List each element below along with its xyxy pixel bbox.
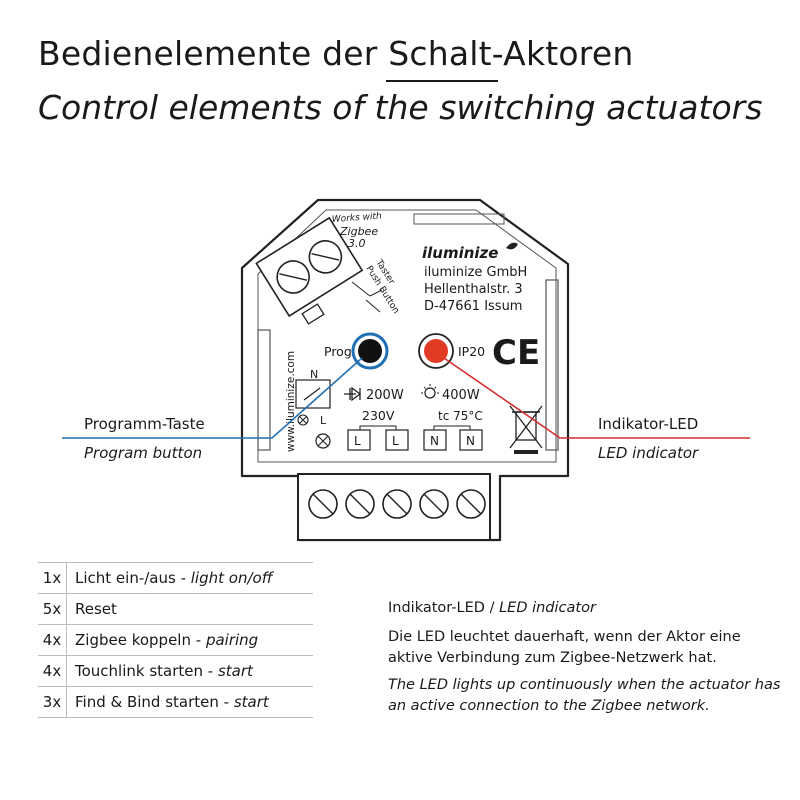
brand-logo: iluminize xyxy=(422,244,498,262)
taster-switch-symbol xyxy=(351,281,383,313)
press-action: Reset xyxy=(66,593,313,625)
actuator-diagram: Works with Zigbee 3.0 Taster Push Button… xyxy=(62,198,750,542)
mounting-tab-left xyxy=(257,329,271,451)
terminal-l-label: L xyxy=(320,414,327,427)
led-info-panel: Indikator-LED / LED indicator Die LED le… xyxy=(388,598,788,717)
terminal-label-n1: N xyxy=(430,434,439,448)
program-callout-label: Programm-Taste xyxy=(84,415,205,433)
relay-symbol xyxy=(295,379,331,409)
indicator-callout-line xyxy=(443,357,750,439)
program-button[interactable] xyxy=(358,339,382,363)
led-info-text-de: Die LED leuchtet dauerhaft, wenn der Akt… xyxy=(388,629,741,666)
push-button-connector xyxy=(301,303,325,325)
press-action: Licht ein-/aus - light on/off xyxy=(66,562,313,594)
terminal-box-l2 xyxy=(385,429,409,451)
voltage-label: 230V xyxy=(362,408,395,423)
brand-leaf-icon xyxy=(506,242,518,250)
relay-contact xyxy=(303,387,321,401)
website-label: www.iluminize.com xyxy=(285,351,297,452)
incandescent-load-value: 400W xyxy=(442,388,480,403)
table-row: 3x Find & Bind starten - start xyxy=(38,686,313,718)
press-count: 4x xyxy=(38,624,67,656)
terminal-box-l1 xyxy=(347,429,371,451)
zigbee-badge-line3: 3.0 xyxy=(348,237,366,250)
press-count: 3x xyxy=(38,686,67,718)
page-title-de: Bedienelemente der Schalt-Aktoren xyxy=(38,34,634,73)
table-row: 5x Reset xyxy=(38,593,313,625)
table-row: 1x Licht ein-/aus - light on/off xyxy=(38,562,313,594)
address-city: D-47661 Issum xyxy=(424,299,522,314)
press-count-table: 1x Licht ein-/aus - light on/off 5x Rese… xyxy=(38,562,313,718)
title-underline xyxy=(386,80,498,82)
mains-terminal-screws xyxy=(308,489,486,519)
terminal-bracket-l xyxy=(359,425,397,430)
led-info-text-en: The LED lights up continuously when the … xyxy=(388,677,781,714)
zigbee-badge-line1: Works with xyxy=(332,212,383,225)
push-button-terminal xyxy=(255,216,364,318)
ip-rating: IP20 xyxy=(458,344,485,359)
terminal-label-l2: L xyxy=(392,434,399,448)
table-row: 4x Touchlink starten - start xyxy=(38,655,313,687)
led-info-heading: Indikator-LED / LED indicator xyxy=(388,600,596,616)
address-company: iluminize GmbH xyxy=(424,265,527,280)
page-title-en: Control elements of the switching actuat… xyxy=(38,88,763,127)
indicator-callout-label: Indikator-LED xyxy=(598,415,698,433)
device-inner-outline xyxy=(257,209,557,463)
ce-mark: CE xyxy=(492,333,540,373)
mounting-tab-right xyxy=(545,279,559,451)
address-street: Hellenthalstr. 3 xyxy=(424,282,523,297)
terminal-label-l1: L xyxy=(354,434,361,448)
indicator-led xyxy=(424,339,448,363)
press-action: Find & Bind starten - start xyxy=(66,686,313,718)
press-action: Touchlink starten - start xyxy=(66,655,313,687)
lamp-symbol-cross xyxy=(317,435,329,447)
program-callout-sub: Program button xyxy=(84,444,202,462)
terminal-bracket-n xyxy=(433,425,471,430)
weee-bin-icon xyxy=(509,405,543,454)
lamp-symbol-small-cross xyxy=(299,416,307,424)
incandescent-icon-rays xyxy=(421,384,439,394)
led-load-value: 200W xyxy=(366,388,404,403)
indicator-callout-sub: LED indicator xyxy=(598,444,699,462)
press-count: 4x xyxy=(38,655,67,687)
table-row: 4x Zigbee koppeln - pairing xyxy=(38,624,313,656)
terminal-label-n2: N xyxy=(466,434,475,448)
press-count: 1x xyxy=(38,562,67,594)
zigbee-badge-line2: Zigbee xyxy=(339,225,378,238)
lamp-symbol-small xyxy=(297,414,309,426)
lamp-symbol xyxy=(315,433,331,449)
incandescent-icon xyxy=(424,387,436,399)
press-action: Zigbee koppeln - pairing xyxy=(66,624,313,656)
top-slot xyxy=(413,213,505,225)
led-load-icon xyxy=(344,386,362,402)
terminal-box-n1 xyxy=(423,429,447,451)
prog-label: Prog xyxy=(324,344,352,359)
terminal-box-n2 xyxy=(459,429,483,451)
tc-label: tc 75°C xyxy=(438,409,483,423)
program-callout-line xyxy=(62,357,363,439)
terminal-n-label: N xyxy=(310,368,318,381)
press-count: 5x xyxy=(38,593,67,625)
